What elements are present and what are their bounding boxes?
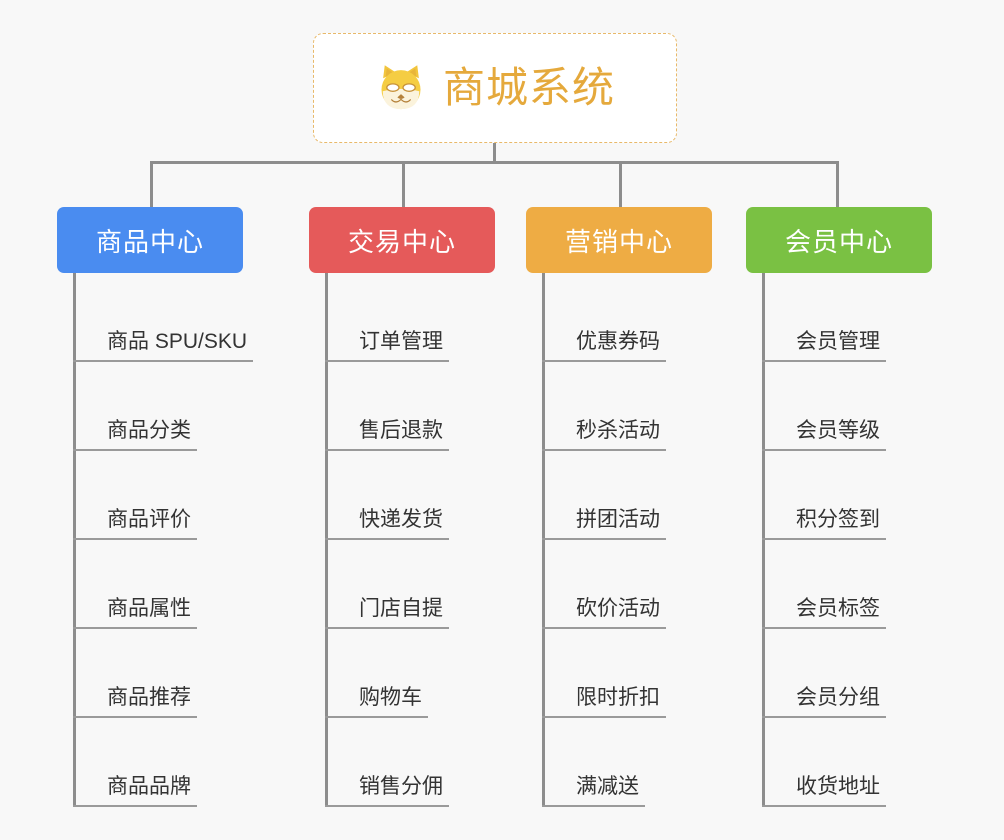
leaf-item[interactable]: 商品品牌 (73, 718, 273, 807)
leaf-item[interactable]: 收货地址 (762, 718, 962, 807)
category-header-0[interactable]: 商品中心 (57, 207, 243, 273)
leaf-item-label: 秒杀活动 (542, 419, 666, 451)
leaf-item[interactable]: 拼团活动 (542, 451, 742, 540)
leaf-item-label: 会员标签 (762, 597, 886, 629)
leaf-list-3: 会员管理 会员等级 积分签到 会员标签 会员分组 收货地址 (762, 273, 962, 807)
leaf-item-label: 商品分类 (73, 419, 197, 451)
root-node[interactable]: 商城系统 (313, 33, 677, 143)
column-spine-2 (542, 273, 545, 807)
leaf-item[interactable]: 限时折扣 (542, 629, 742, 718)
leaf-item[interactable]: 销售分佣 (325, 718, 525, 807)
column-spine-0 (73, 273, 76, 807)
leaf-item[interactable]: 砍价活动 (542, 540, 742, 629)
leaf-item[interactable]: 商品属性 (73, 540, 273, 629)
root-title: 商城系统 (442, 64, 615, 111)
leaf-item-label: 优惠券码 (542, 330, 666, 362)
column-spine-3 (762, 273, 765, 807)
leaf-item[interactable]: 满减送 (542, 718, 742, 807)
connector-root-stem (493, 143, 496, 164)
leaf-item-label: 限时折扣 (542, 686, 666, 718)
category-column-0: 商品中心 商品 SPU/SKU 商品分类 商品评价 商品属性 商品推荐 商品品牌 (57, 207, 254, 807)
leaf-item[interactable]: 门店自提 (325, 540, 525, 629)
leaf-item-label: 拼团活动 (542, 508, 666, 540)
leaf-item-label: 购物车 (325, 686, 428, 718)
leaf-item[interactable]: 订单管理 (325, 273, 525, 362)
leaf-item[interactable]: 商品 SPU/SKU (73, 273, 273, 362)
category-column-2: 营销中心 优惠券码 秒杀活动 拼团活动 砍价活动 限时折扣 满减送 (526, 207, 712, 807)
column-spine-1 (325, 273, 328, 807)
leaf-item[interactable]: 商品推荐 (73, 629, 273, 718)
category-header-3[interactable]: 会员中心 (746, 207, 932, 273)
leaf-item[interactable]: 快递发货 (325, 451, 525, 540)
leaf-item[interactable]: 售后退款 (325, 362, 525, 451)
leaf-list-2: 优惠券码 秒杀活动 拼团活动 砍价活动 限时折扣 满减送 (542, 273, 742, 807)
leaf-item[interactable]: 商品分类 (73, 362, 273, 451)
shiba-dog-icon (381, 65, 421, 110)
leaf-item-label: 订单管理 (325, 330, 449, 362)
leaf-list-0: 商品 SPU/SKU 商品分类 商品评价 商品属性 商品推荐 商品品牌 (73, 273, 273, 807)
leaf-item-label: 门店自提 (325, 597, 449, 629)
leaf-item-label: 会员管理 (762, 330, 886, 362)
leaf-item[interactable]: 商品评价 (73, 451, 273, 540)
leaf-item-label: 满减送 (542, 775, 645, 807)
category-header-1[interactable]: 交易中心 (309, 207, 495, 273)
leaf-item[interactable]: 积分签到 (762, 451, 962, 540)
category-column-1: 交易中心 订单管理 售后退款 快递发货 门店自提 购物车 销售分佣 (309, 207, 495, 807)
leaf-item-label: 商品推荐 (73, 686, 197, 718)
leaf-item-label: 商品属性 (73, 597, 197, 629)
leaf-list-1: 订单管理 售后退款 快递发货 门店自提 购物车 销售分佣 (325, 273, 525, 807)
leaf-item[interactable]: 会员管理 (762, 273, 962, 362)
category-header-label: 营销中心 (564, 226, 673, 257)
leaf-item-label: 积分签到 (762, 508, 886, 540)
category-header-label: 交易中心 (347, 226, 456, 257)
leaf-item[interactable]: 购物车 (325, 629, 525, 718)
leaf-item[interactable]: 会员标签 (762, 540, 962, 629)
connector-drop-1 (402, 161, 405, 207)
category-column-3: 会员中心 会员管理 会员等级 积分签到 会员标签 会员分组 收货地址 (746, 207, 932, 807)
leaf-item-label: 商品评价 (73, 508, 197, 540)
leaf-item-label: 销售分佣 (325, 775, 449, 807)
category-header-label: 商品中心 (95, 226, 204, 257)
category-header-label: 会员中心 (784, 226, 893, 257)
leaf-item-label: 商品品牌 (73, 775, 197, 807)
connector-drop-0 (150, 161, 153, 207)
leaf-item-label: 砍价活动 (542, 597, 666, 629)
connector-bus (150, 161, 839, 164)
leaf-item[interactable]: 会员等级 (762, 362, 962, 451)
leaf-item-label: 售后退款 (325, 419, 449, 451)
leaf-item-label: 会员分组 (762, 686, 886, 718)
connector-drop-3 (836, 161, 839, 207)
leaf-item[interactable]: 秒杀活动 (542, 362, 742, 451)
leaf-item-label: 商品 SPU/SKU (73, 330, 254, 362)
connector-drop-2 (619, 161, 622, 207)
leaf-item[interactable]: 优惠券码 (542, 273, 742, 362)
category-header-2[interactable]: 营销中心 (526, 207, 712, 273)
leaf-item-label: 会员等级 (762, 419, 886, 451)
leaf-item-label: 收货地址 (762, 775, 886, 807)
leaf-item-label: 快递发货 (325, 508, 449, 540)
leaf-item[interactable]: 会员分组 (762, 629, 962, 718)
